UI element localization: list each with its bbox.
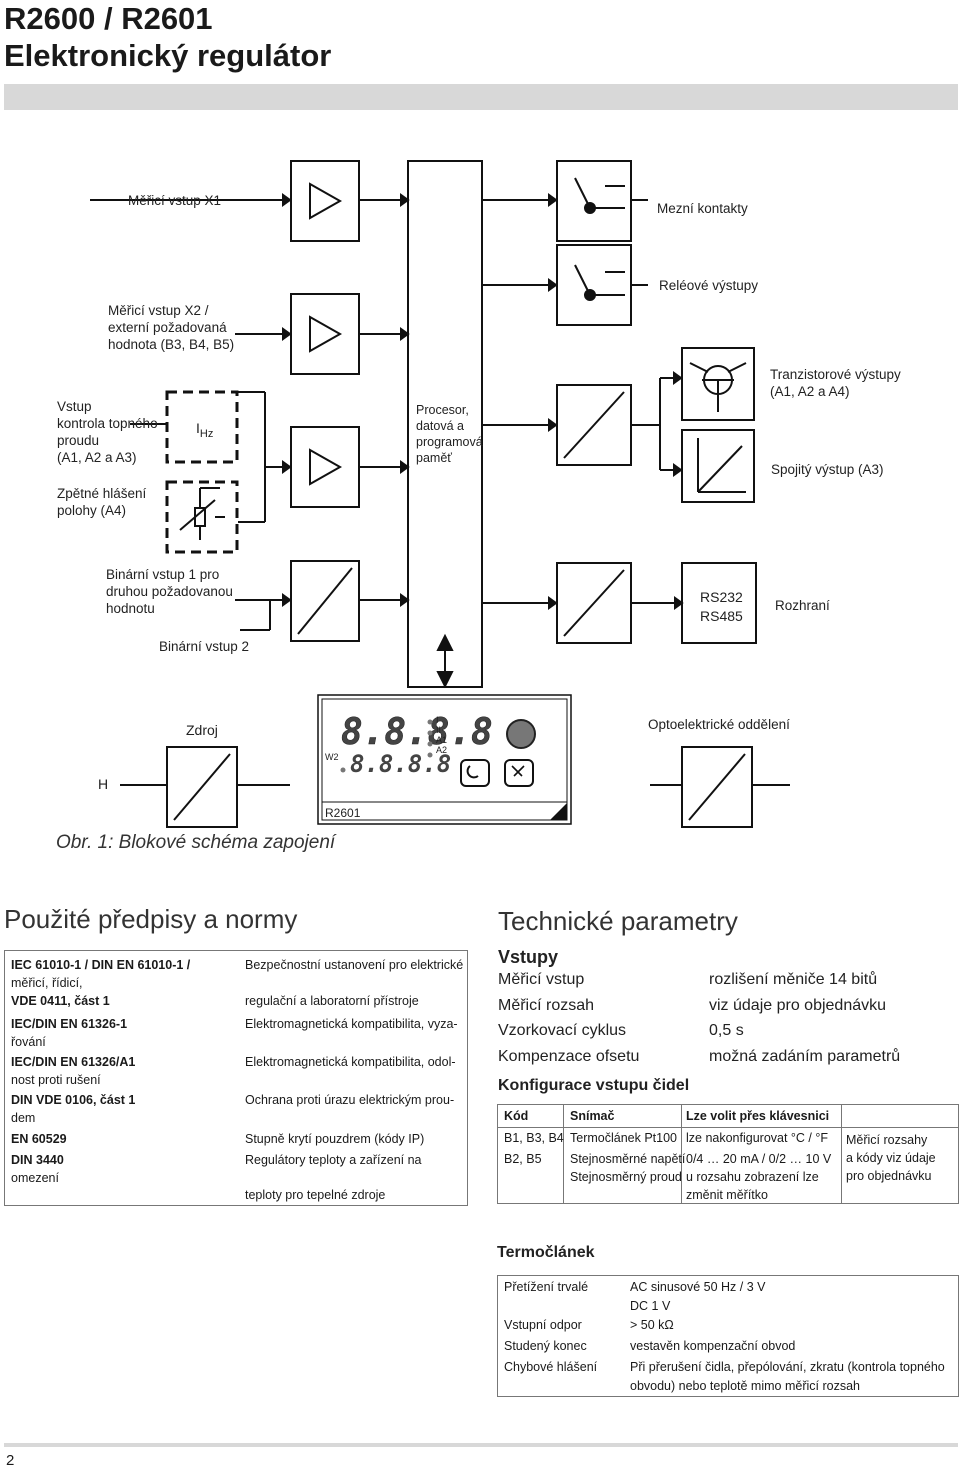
- std-cell: IEC/DIN EN 61326-1: [11, 1017, 128, 1031]
- table-header: [498, 1105, 958, 1128]
- label-power-supply: Zdroj: [186, 722, 218, 738]
- tc-value: vestavěn kompenzační obvod: [630, 1339, 796, 1353]
- label-h: H: [98, 776, 109, 792]
- std-desc: Ochrana proti úrazu elektrickým prou-: [245, 1093, 455, 1107]
- std-cell: měřicí, řídicí,: [11, 976, 83, 990]
- cell-sensor: Termočlánek Pt100: [570, 1131, 678, 1145]
- header-keypad: Lze volit přes klávesnici: [686, 1109, 830, 1123]
- title-product: Elektronický regulátor: [4, 38, 332, 73]
- panel-model-label: R2601: [325, 806, 361, 820]
- cell-code: B2, B5: [504, 1152, 542, 1166]
- param-value: rozlišení měniče 14 bitů: [709, 971, 878, 988]
- figure-caption: Obr. 1: Blokové schéma zapojení: [56, 832, 336, 853]
- param-value: 0,5 s: [709, 1022, 744, 1039]
- std-cell: omezení: [11, 1171, 59, 1185]
- tc-value: > 50 kΩ: [630, 1318, 674, 1332]
- label-input-x1: Měřicí vstup X1: [128, 193, 222, 208]
- param-key: Měřicí rozsah: [498, 997, 595, 1014]
- header-code: Kód: [504, 1109, 529, 1123]
- thermocouple-heading: Termočlánek: [497, 1244, 595, 1261]
- std-desc: Elektromagnetická kompatibilita, vyza-: [245, 1017, 458, 1031]
- label-limit-contacts: Mezní kontakty: [657, 201, 748, 216]
- label-relay-outputs: Reléové výstupy: [659, 278, 759, 293]
- page-number: 2: [6, 1452, 15, 1469]
- label-binary-input-2: Binární vstup 2: [159, 639, 250, 654]
- std-cell: IEC/DIN EN 61326/A1: [11, 1055, 136, 1069]
- std-desc: Stupně krytí pouzdrem (kódy IP): [245, 1132, 425, 1146]
- tc-key: Přetížení trvalé: [504, 1280, 589, 1294]
- std-desc: teploty pro tepelné zdroje: [245, 1188, 386, 1202]
- label-ihz: IHz: [196, 420, 214, 440]
- header-band: [4, 84, 958, 110]
- standards-heading: Použité předpisy a normy: [4, 904, 298, 934]
- std-cell: DIN VDE 0106, část 1: [11, 1093, 136, 1107]
- sensor-config-table: Kód Snímač Lze volit přes klávesnici B1,…: [497, 1104, 959, 1204]
- tc-value: Při přerušení čidla, přepólování, zkratu…: [630, 1360, 945, 1393]
- param-value: možná zadáním parametrů: [709, 1048, 901, 1065]
- block-diagram: 8.8.8.8 8.8.8.8: [90, 160, 790, 828]
- label-interface: Rozhraní: [775, 598, 830, 613]
- std-desc: regulační a laboratorní přístroje: [245, 994, 419, 1008]
- std-cell: řování: [11, 1035, 46, 1049]
- param-value: viz údaje pro objednávku: [709, 997, 887, 1014]
- svg-text:8.8.8.8: 8.8.8.8: [350, 750, 451, 778]
- cell-keypad: lze nakonfigurovat °C / °F: [686, 1131, 829, 1145]
- config-heading: Konfigurace vstupu čidel: [498, 1077, 690, 1094]
- std-cell: EN 60529: [11, 1132, 67, 1146]
- inputs-heading: Vstupy: [498, 947, 559, 967]
- param-key: Vzorkovací cyklus: [498, 1022, 627, 1039]
- label-transistor-outputs: Tranzistorové výstupy(A1, A2 a A4): [770, 367, 901, 399]
- std-desc: Regulátory teploty a zařízení na: [245, 1153, 422, 1167]
- tc-key: Vstupní odpor: [504, 1318, 582, 1332]
- label-analog-output: Spojitý výstup (A3): [771, 462, 884, 477]
- standards-table: IEC 61010-1 / DIN EN 61010-1 / Bezpečnos…: [4, 950, 468, 1206]
- param-key: Kompenzace ofsetu: [498, 1048, 640, 1065]
- std-cell: dem: [11, 1111, 36, 1125]
- header-sensor: Snímač: [570, 1109, 615, 1123]
- footer-rule: [4, 1443, 958, 1447]
- tc-key: Chybové hlášení: [504, 1360, 598, 1374]
- std-desc: Bezpečnostní ustanovení pro elektrické: [245, 958, 464, 972]
- panel-w2-label: W2: [325, 752, 339, 762]
- thermocouple-table: Přetížení trvalé AC sinusové 50 Hz / 3 V…: [497, 1275, 959, 1397]
- tech-heading: Technické parametry: [498, 906, 738, 936]
- std-cell: nost proti rušení: [11, 1073, 101, 1087]
- std-cell: DIN 3440: [11, 1153, 64, 1167]
- param-key: Měřicí vstup: [498, 971, 585, 988]
- svg-text:8.8.8.8: 8.8.8.8: [341, 712, 493, 753]
- title-model: R2600 / R2601: [4, 1, 213, 36]
- tc-key: Studený konec: [504, 1339, 587, 1353]
- std-cell: IEC 61010-1 / DIN EN 61010-1 /: [11, 958, 191, 972]
- label-opto-isolation: Optoelektrické oddělení: [648, 717, 790, 732]
- cell-code: B1, B3, B4: [504, 1131, 564, 1145]
- std-cell: VDE 0411, část 1: [11, 994, 110, 1008]
- std-desc: Elektromagnetická kompatibilita, odol-: [245, 1055, 456, 1069]
